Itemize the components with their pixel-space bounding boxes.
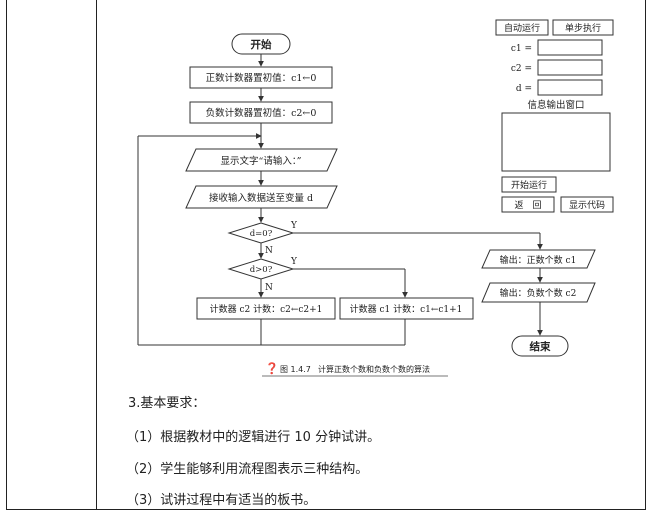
requirement-item-2: （2）学生能够利用流程图表示三种结构。 [126,462,369,477]
start-run-label: 开始运行 [511,179,547,191]
yes-label-zero: Y [290,221,298,231]
out-pos-label: 输出：正数个数 c1 [500,254,577,266]
io-out-neg [481,282,596,303]
show-code-button[interactable] [560,196,614,213]
d-label: d = [516,84,532,94]
caption-mark-icon: ❓ [265,362,279,375]
io-receive [185,185,338,209]
receive-label: 接收输入数据送至变量 d [209,192,313,204]
c1-field[interactable] [537,39,603,56]
table-frame [6,0,646,510]
show-code-label: 显示代码 [569,200,605,211]
no-label-zero: N [265,246,273,256]
end-label: 结束 [530,340,551,353]
count-neg-label: 计数器 c2 计数：c2←c2+1 [210,303,323,315]
output-window-title: 信息输出窗口 [527,99,584,111]
process-count-pos [339,297,474,320]
requirements-title: 3.基本要求： [128,396,206,411]
count-pos-label: 计数器 c1 计数：c1←c1+1 [350,303,463,315]
output-window [501,112,611,172]
io-out-pos [481,249,596,269]
step-run-button[interactable] [552,19,614,36]
c2-field[interactable] [537,59,603,76]
table-column-divider [96,0,97,509]
start-run-button[interactable] [501,176,557,193]
step-run-label: 单步执行 [565,22,601,34]
back-label: 返 回 [514,199,541,211]
prompt-label: 显示文字“请输入：” [221,155,302,167]
no-label-pos: N [265,283,273,293]
caption-text: 计算正数个数和负数个数的算法 [318,364,430,374]
set-pos-label: 正数计数器置初值：c1←0 [206,72,317,84]
io-prompt [185,148,338,172]
cond-zero-label: d=0? [250,229,273,239]
yes-label-pos: Y [290,257,298,267]
requirement-item-1: （1）根据教材中的逻辑进行 10 分钟试讲。 [126,430,381,445]
c2-label: c2 = [511,64,532,74]
back-button[interactable] [501,196,555,213]
end-terminal [511,335,569,357]
out-neg-label: 输出：负数个数 c2 [500,287,577,299]
caption-number: 图 1.4.7 [280,365,311,374]
process-count-neg [196,297,336,320]
auto-run-label: 自动运行 [504,22,540,34]
start-label: 开始 [251,38,272,51]
set-neg-label: 负数计数器置初值：c2←0 [206,107,317,119]
auto-run-button[interactable] [495,19,549,36]
requirement-item-3: （3）试讲过程中有适当的板书。 [126,493,317,508]
cond-pos-label: d>0? [250,265,273,275]
c1-label: c1 = [511,44,532,54]
d-field[interactable] [537,79,603,96]
